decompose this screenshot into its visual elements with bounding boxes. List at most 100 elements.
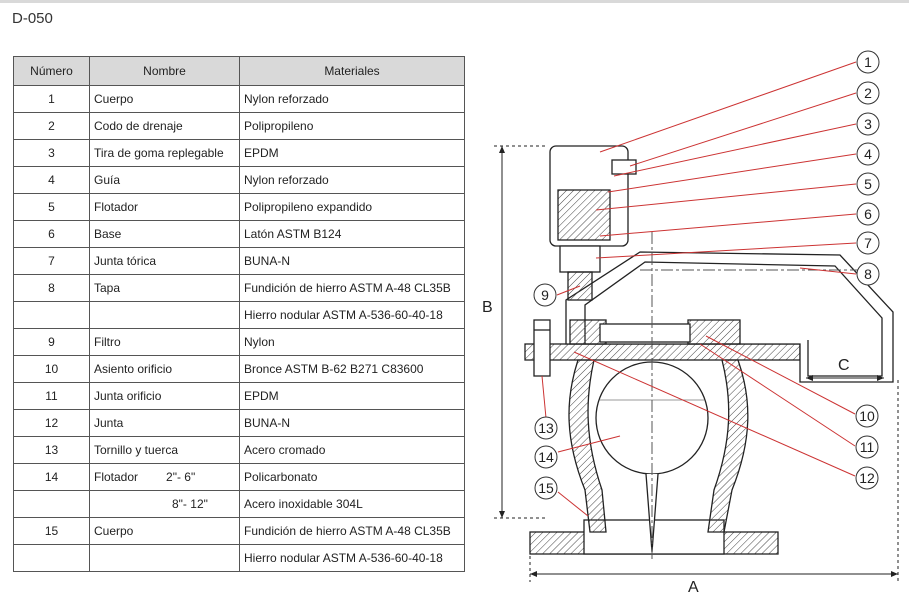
cell-name-text: Guía (94, 173, 121, 187)
cell-number: 10 (13, 355, 90, 383)
callout-5-label: 5 (864, 176, 872, 192)
cell-material: Fundición de hierro ASTM A-48 CL35B (239, 274, 465, 302)
cell-material: Polipropileno expandido (239, 193, 465, 221)
cell-material: EPDM (239, 139, 465, 167)
leader-6 (599, 213, 857, 237)
cell-name-text: Cuerpo (94, 524, 134, 538)
cell-number: 15 (13, 517, 90, 545)
cell-name-text: Junta (94, 416, 124, 430)
cell-number: 4 (13, 166, 90, 194)
callout-14-label: 14 (538, 449, 554, 465)
callout-12-label: 12 (859, 470, 875, 486)
valve-outline (524, 145, 894, 560)
leader-12 (573, 351, 856, 477)
header-number: Número (13, 56, 90, 86)
leader-4 (607, 153, 857, 193)
small-valve-base (559, 245, 601, 273)
callout-12: 12 (855, 466, 879, 490)
cell-number: 14 (13, 463, 90, 491)
leader-10 (705, 335, 856, 415)
header-materials: Materiales (239, 56, 465, 86)
callout-7-label: 7 (864, 235, 872, 251)
body-left-wall (568, 359, 607, 533)
callout-2-label: 2 (864, 85, 872, 101)
cell-number: 8 (13, 274, 90, 302)
leader-9 (556, 285, 581, 296)
cell-name: Filtro (89, 328, 240, 356)
callout-1: 1 (856, 50, 880, 74)
callout-4: 4 (856, 142, 880, 166)
callout-9-label: 9 (541, 287, 549, 303)
cell-name-text: Tornillo y tuerca (94, 443, 179, 457)
callout-group: 1 2 3 4 5 6 7 8 9 10 11 12 13 14 15 (533, 50, 880, 500)
cell-size-text: 8"- 12" (172, 497, 208, 511)
cell-number: 13 (13, 436, 90, 464)
callout-9: 9 (533, 283, 557, 307)
callout-3-label: 3 (864, 116, 872, 132)
leader-13 (541, 375, 547, 419)
table-row: Hierro nodular ASTM A-536-60-40-18 (13, 544, 465, 572)
cell-name-text: Cuerpo (94, 92, 134, 106)
cell-name-text: Tira de goma replegable (94, 146, 224, 160)
bolt (533, 319, 551, 377)
cell-name-text: Tapa (94, 281, 121, 295)
dimension-b-label: B (482, 299, 493, 316)
table-header-row: Número Nombre Materiales (13, 56, 465, 86)
leader-15 (557, 491, 589, 517)
top-border (0, 0, 909, 3)
cell-name-text: Filtro (94, 335, 121, 349)
cell-name: Cuerpo (89, 517, 240, 545)
cell-name: Asiento orificio (89, 355, 240, 383)
cell-material: Acero inoxidable 304L (239, 490, 465, 518)
callout-6: 6 (856, 202, 880, 226)
cell-material: Latón ASTM B124 (239, 220, 465, 248)
header-name: Nombre (89, 56, 240, 86)
cell-name-text: Flotador (94, 470, 139, 484)
callout-10-label: 10 (859, 408, 875, 424)
cell-name: Tira de goma replegable (89, 139, 240, 167)
callout-8-label: 8 (864, 266, 872, 282)
cell-name: Flotador (89, 193, 240, 221)
cell-name (89, 544, 240, 572)
leader-11 (699, 343, 856, 447)
leader-8 (799, 267, 857, 275)
callout-13: 13 (534, 416, 558, 440)
cell-name-text: Asiento orificio (94, 362, 173, 376)
cell-material: Bronce ASTM B-62 B271 C83600 (239, 355, 465, 383)
callout-1-label: 1 (864, 54, 872, 70)
cell-name-text: Junta orificio (94, 389, 162, 403)
callout-15: 15 (534, 476, 558, 500)
leader-lines (541, 61, 857, 517)
cell-name: Tapa (89, 274, 240, 302)
callout-15-label: 15 (538, 480, 554, 496)
table-row: Hierro nodular ASTM A-536-60-40-18 (13, 301, 465, 329)
middle-flange (524, 343, 801, 361)
leader-7 (595, 242, 857, 259)
leader-14 (557, 435, 621, 453)
callout-11: 11 (855, 435, 879, 459)
leader-1 (599, 61, 857, 153)
callout-2: 2 (856, 81, 880, 105)
callout-13-label: 13 (538, 420, 554, 436)
callout-8: 8 (856, 262, 880, 286)
cell-material: Policarbonato (239, 463, 465, 491)
cell-size-text: 2"- 6" (166, 470, 196, 484)
cell-material: Polipropileno (239, 112, 465, 140)
table-row: 8"- 12" Acero inoxidable 304L (13, 490, 465, 518)
callout-3: 3 (856, 112, 880, 136)
cell-name (89, 301, 240, 329)
body-right-wall (707, 359, 749, 533)
cell-number: 1 (13, 85, 90, 113)
cell-number (13, 544, 90, 572)
table-row: 8 Tapa Fundición de hierro ASTM A-48 CL35B (13, 274, 465, 302)
